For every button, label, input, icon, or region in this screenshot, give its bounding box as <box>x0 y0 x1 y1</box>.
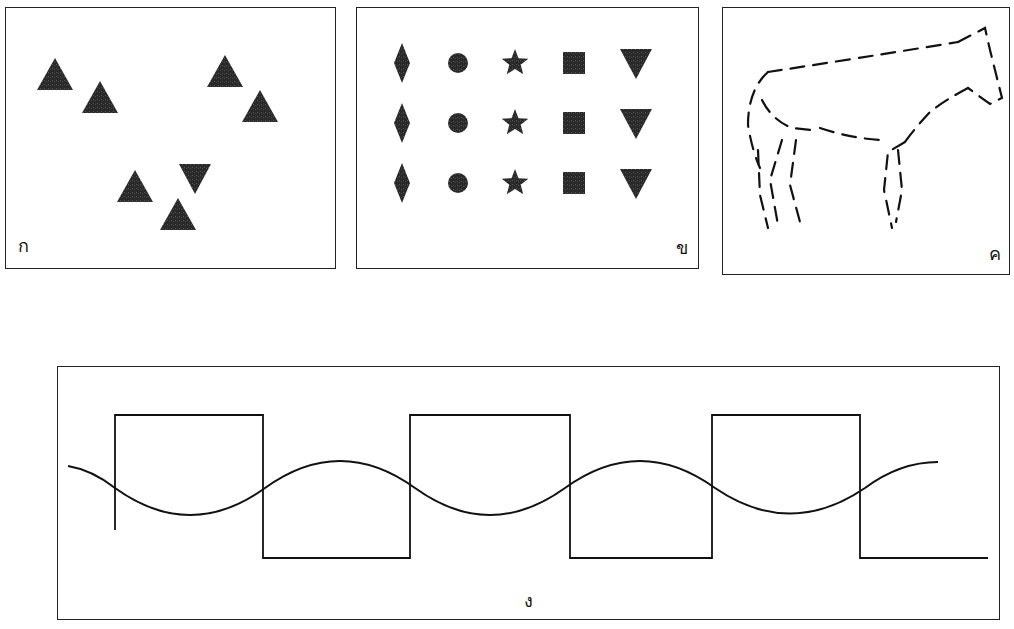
figure-panel: ก <box>5 7 336 269</box>
sine-wave <box>68 461 938 515</box>
figure-panel: ค <box>722 7 1010 275</box>
panel-letter: ง <box>522 591 535 611</box>
panel-letter: ค <box>987 244 1003 264</box>
dashed-horse <box>748 28 1002 228</box>
panel-letter: ข <box>674 238 690 258</box>
shape-grid <box>394 43 652 203</box>
figure-panel: ข <box>356 7 699 269</box>
panel-letter: ก <box>16 236 31 256</box>
square-wave <box>115 415 988 558</box>
figure-panel: ง <box>57 366 1000 620</box>
triangle-group <box>37 55 278 230</box>
